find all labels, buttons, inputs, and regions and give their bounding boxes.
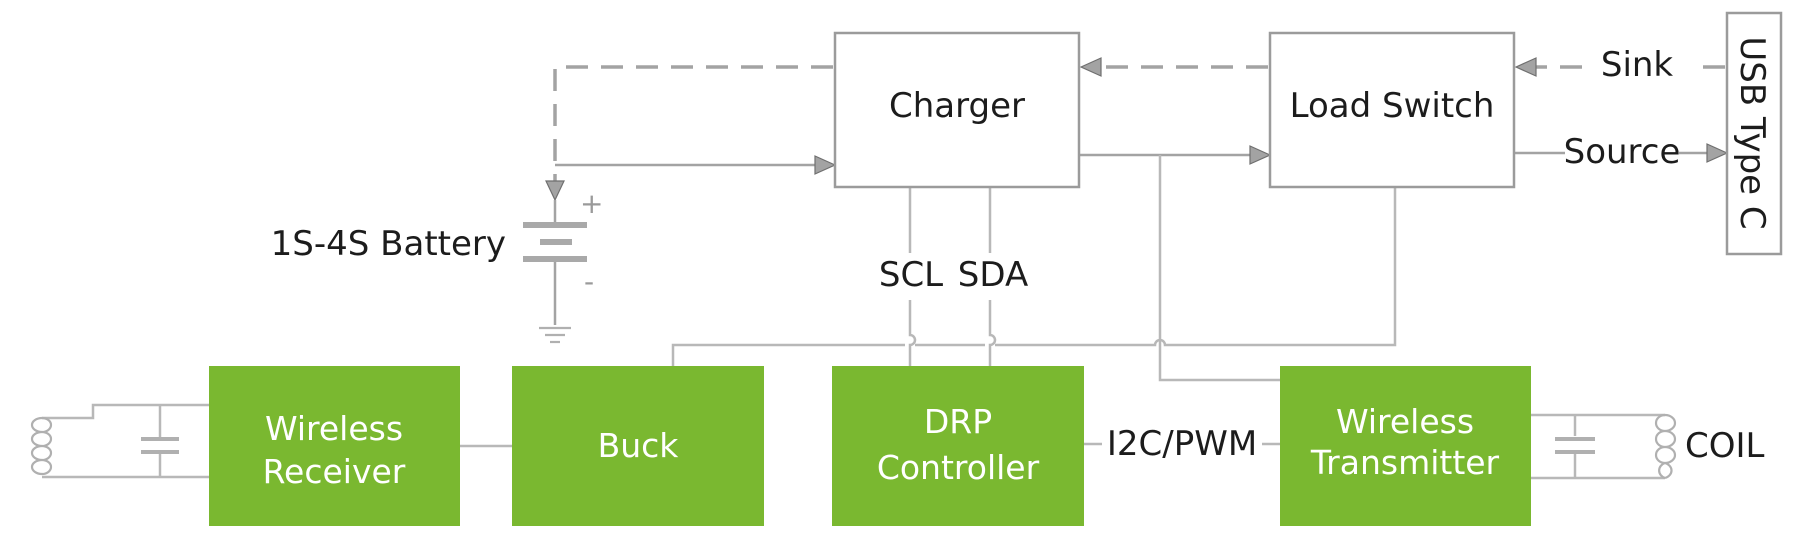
charger-block[interactable]: Charger bbox=[833, 31, 1081, 189]
source-label: Source bbox=[1564, 132, 1681, 172]
arrow-into-loadswitch-left bbox=[1249, 145, 1272, 165]
battery-label: 1S-4S Battery bbox=[271, 224, 506, 264]
receiver-coil-icon bbox=[30, 416, 53, 476]
load-switch-block[interactable]: Load Switch bbox=[1268, 31, 1516, 189]
wireless-transmitter-label-line2: Transmitter bbox=[1310, 443, 1500, 482]
arrow-into-loadswitch-right bbox=[1514, 57, 1537, 77]
wireless-receiver-label-line1: Wireless bbox=[265, 409, 403, 448]
drp-controller-label-line2: Controller bbox=[877, 448, 1040, 487]
scl-label: SCL bbox=[879, 255, 943, 295]
receiver-coil-network bbox=[30, 403, 209, 479]
dashed-wire-charger-to-battery bbox=[553, 65, 833, 183]
transmitter-coil-network bbox=[1531, 413, 1677, 480]
wire-scl-bottom bbox=[908, 300, 917, 366]
sda-label: SDA bbox=[958, 255, 1028, 295]
wireless-transmitter-block[interactable]: Wireless Transmitter bbox=[1280, 366, 1531, 526]
drp-controller-block[interactable]: DRP Controller bbox=[832, 366, 1084, 526]
battery-minus-sign: - bbox=[584, 265, 594, 298]
wireless-receiver-label-line2: Receiver bbox=[263, 452, 406, 491]
wireless-receiver-block[interactable]: Wireless Receiver bbox=[209, 366, 460, 526]
drp-controller-label-line1: DRP bbox=[924, 402, 992, 441]
wire-sda-bottom bbox=[988, 300, 997, 366]
buck-block[interactable]: Buck bbox=[512, 366, 764, 526]
battery-plus-sign: + bbox=[580, 187, 603, 220]
usb-type-c-block[interactable]: USB Type C bbox=[1725, 11, 1783, 256]
arrow-into-usb bbox=[1706, 143, 1729, 163]
charger-label: Charger bbox=[889, 86, 1025, 126]
load-switch-label: Load Switch bbox=[1290, 86, 1495, 126]
arrowheads bbox=[545, 57, 1729, 202]
sink-label: Sink bbox=[1601, 45, 1674, 85]
wire-vbus-to-transmitter bbox=[1158, 155, 1280, 382]
arrow-into-charger-left bbox=[814, 155, 837, 175]
battery-symbol: + - bbox=[523, 187, 603, 344]
coil-label: COIL bbox=[1685, 426, 1765, 466]
wireless-transmitter-label-line1: Wireless bbox=[1336, 402, 1474, 441]
connections bbox=[460, 65, 1725, 448]
arrow-into-battery bbox=[545, 180, 565, 202]
buck-label: Buck bbox=[598, 426, 680, 465]
usb-type-c-label: USB Type C bbox=[1732, 36, 1772, 229]
arrow-into-charger-right bbox=[1079, 57, 1102, 77]
wire-loadswitch-to-buck bbox=[671, 187, 1397, 366]
transmitter-coil-icon bbox=[1654, 413, 1677, 480]
i2c-pwm-label: I2C/PWM bbox=[1107, 424, 1257, 464]
